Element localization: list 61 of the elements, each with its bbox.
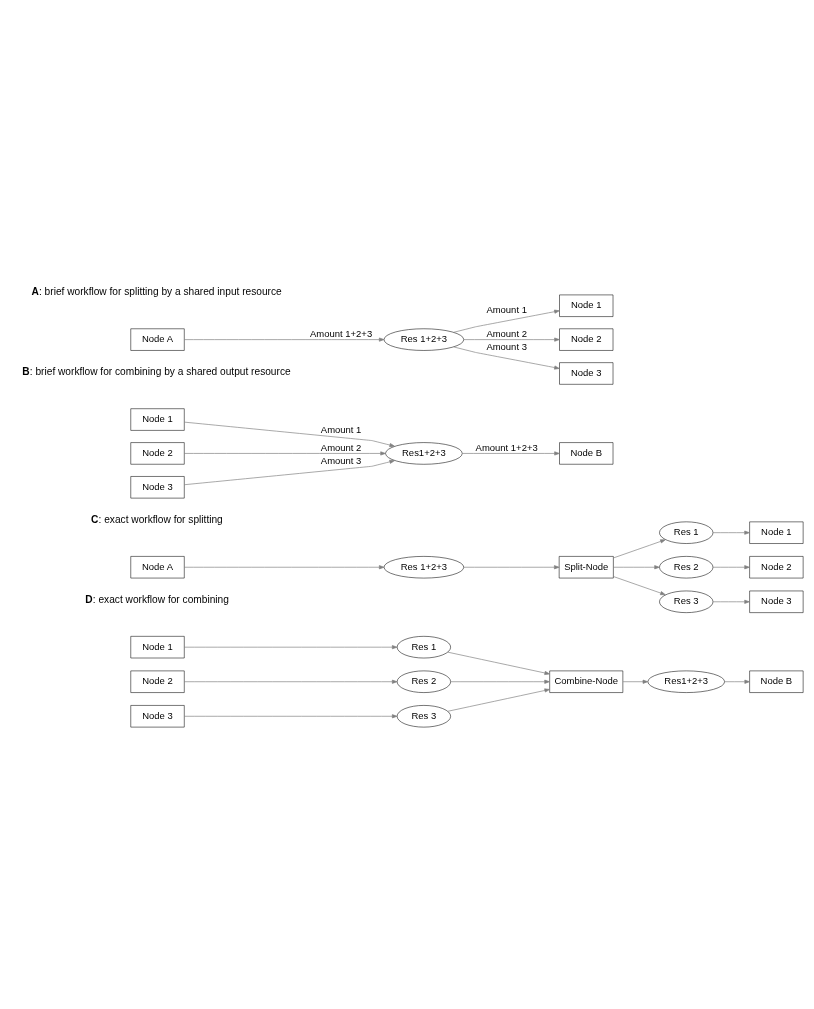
edge-label: Amount 1 [486, 303, 527, 315]
label: D: exact workflow for combining [85, 593, 229, 605]
node-ellipse: Res 3 [396, 704, 451, 727]
arrow [712, 599, 750, 604]
arrow [184, 450, 386, 455]
arrow [613, 564, 660, 569]
arrow [613, 575, 666, 595]
arrow [184, 679, 398, 684]
arrow [184, 644, 398, 649]
edge-label: Amount 2 [486, 327, 527, 339]
arrow [184, 713, 398, 718]
edge-label: Amount 2 [320, 441, 362, 453]
edge-label: Amount 3 [320, 454, 362, 466]
arrow [447, 688, 550, 712]
node-box: Node A [130, 328, 185, 351]
arrow [184, 421, 395, 447]
label: C: exact workflow for splitting [91, 513, 223, 525]
node-box: Node 3 [130, 475, 185, 498]
node-box: Node 1 [130, 635, 185, 658]
arrow [184, 459, 395, 485]
arrow [463, 337, 560, 342]
node-box: Node 3 [130, 704, 185, 727]
arrow [184, 564, 385, 569]
arrow [712, 564, 750, 569]
node-box: Node 1 [749, 521, 804, 544]
node-box: Node 2 [130, 441, 185, 465]
arrow [712, 530, 750, 535]
edge-label: Amount 3 [486, 340, 527, 352]
node-ellipse: Res 2 [659, 555, 714, 578]
node-box: Node A [130, 555, 185, 578]
node-ellipse: Res 1+2+3 [383, 555, 465, 578]
node-box: Node 3 [559, 361, 614, 385]
arrow [450, 679, 550, 684]
arrow [453, 309, 560, 333]
arrow [613, 538, 666, 558]
edge-label: Amount 1+2+3 [475, 441, 538, 453]
node-box: Split-Node [558, 555, 614, 578]
node-box: Node B [559, 441, 614, 465]
label: A: brief workflow for splitting by a shared input resource [31, 285, 282, 297]
node-box: Node B [749, 670, 804, 693]
edge-label: Amount 1 [320, 423, 362, 435]
arrow [622, 679, 649, 684]
node-box: Node 2 [130, 670, 185, 693]
node-ellipse: Res 1 [396, 635, 451, 658]
arrow [724, 679, 750, 684]
node-box: Node 3 [749, 590, 804, 613]
node-box: Node 1 [130, 407, 185, 431]
arrow [447, 651, 550, 675]
arrow [184, 337, 385, 342]
label: B: brief workflow for combining by a shared output resource [22, 365, 291, 377]
node-ellipse: Res1+2+3 [647, 670, 725, 693]
node-box: Node 1 [559, 294, 614, 317]
node-box: Node 2 [749, 555, 804, 578]
node-ellipse: Res 1+2+3 [383, 328, 465, 351]
edge-label: Amount 1+2+3 [310, 327, 373, 339]
arrow [453, 346, 560, 370]
node-box: Node 2 [559, 328, 614, 351]
node-ellipse: Res 2 [396, 670, 451, 693]
node-box: Combine-Node [549, 670, 624, 693]
arrow [462, 450, 560, 455]
arrow [463, 564, 560, 569]
